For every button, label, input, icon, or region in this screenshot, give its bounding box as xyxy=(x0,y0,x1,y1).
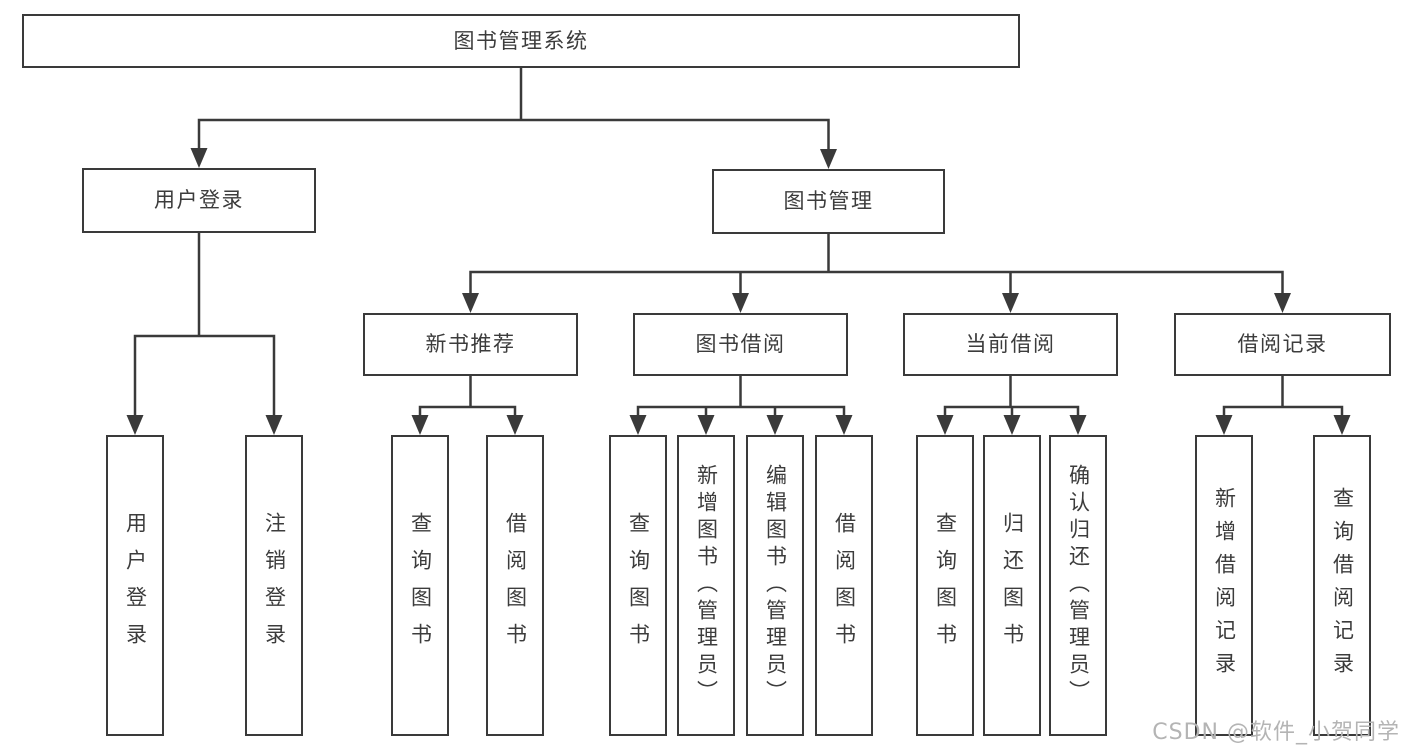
node-borrow-record: 借阅记录 xyxy=(1174,313,1391,376)
leaf-bb-add-book-admin: 新增图书（管理员） xyxy=(677,435,735,736)
node-book-management: 图书管理 xyxy=(712,169,945,234)
leaf-nb-query-book-label: 查询图书 xyxy=(408,511,433,660)
node-book-borrow: 图书借阅 xyxy=(633,313,848,376)
node-borrow-record-label: 借阅记录 xyxy=(1237,332,1328,356)
leaf-cb-confirm-return-admin: 确认归还（管理员） xyxy=(1049,435,1107,736)
leaf-bb-edit-book-admin: 编辑图书（管理员） xyxy=(746,435,804,736)
node-book-borrow-label: 图书借阅 xyxy=(695,332,786,356)
leaf-cb-query-book-label: 查询图书 xyxy=(933,511,958,660)
node-user-login: 用户登录 xyxy=(82,168,316,233)
leaf-user-login-label: 用户登录 xyxy=(123,511,148,660)
leaf-cb-return-book: 归还图书 xyxy=(983,435,1041,736)
csdn-watermark: CSDN @软件_小贺同学 xyxy=(1152,720,1400,745)
node-user-login-label: 用户登录 xyxy=(154,188,244,212)
leaf-logout: 注销登录 xyxy=(245,435,303,736)
leaf-bb-borrow-book-label: 借阅图书 xyxy=(832,511,857,660)
leaf-cb-confirm-return-admin-label: 确认归还（管理员） xyxy=(1066,464,1091,707)
node-current-borrow-label: 当前借阅 xyxy=(965,332,1056,356)
leaf-bb-edit-book-admin-label: 编辑图书（管理员） xyxy=(763,464,788,707)
node-new-book-recommend-label: 新书推荐 xyxy=(425,332,516,356)
leaf-bb-query-book: 查询图书 xyxy=(609,435,667,736)
leaf-br-query-record: 查询借阅记录 xyxy=(1313,435,1371,736)
node-root-label: 图书管理系统 xyxy=(453,28,589,53)
leaf-br-add-record: 新增借阅记录 xyxy=(1195,435,1253,736)
node-new-book-recommend: 新书推荐 xyxy=(363,313,578,376)
leaf-logout-label: 注销登录 xyxy=(262,511,287,660)
arrowheads xyxy=(126,148,1351,435)
leaf-nb-borrow-book: 借阅图书 xyxy=(486,435,544,736)
leaf-bb-query-book-label: 查询图书 xyxy=(626,511,651,660)
leaf-bb-add-book-admin-label: 新增图书（管理员） xyxy=(694,464,719,707)
node-current-borrow: 当前借阅 xyxy=(903,313,1118,376)
leaf-cb-query-book: 查询图书 xyxy=(916,435,974,736)
leaf-user-login: 用户登录 xyxy=(106,435,164,736)
node-book-management-label: 图书管理 xyxy=(783,189,874,213)
node-root: 图书管理系统 xyxy=(22,14,1020,68)
leaf-cb-return-book-label: 归还图书 xyxy=(1000,511,1025,660)
leaf-br-query-record-label: 查询借阅记录 xyxy=(1330,486,1355,685)
leaf-nb-query-book: 查询图书 xyxy=(391,435,449,736)
leaf-nb-borrow-book-label: 借阅图书 xyxy=(503,511,528,660)
leaf-br-add-record-label: 新增借阅记录 xyxy=(1212,486,1237,685)
leaf-bb-borrow-book: 借阅图书 xyxy=(815,435,873,736)
